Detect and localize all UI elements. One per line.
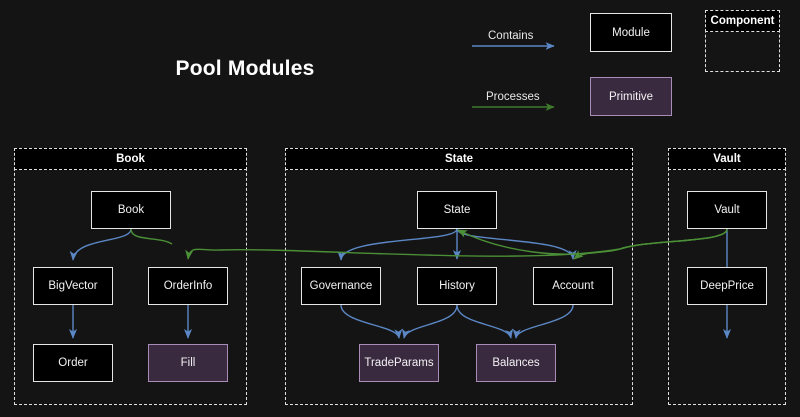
legend-component-sample-label: Component xyxy=(710,15,775,27)
group-state-header: State xyxy=(285,148,633,170)
node-account-label: Account xyxy=(552,280,594,292)
node-order-label: Order xyxy=(58,357,88,369)
node-order[interactable]: Order xyxy=(33,344,113,382)
legend-module-sample-label: Module xyxy=(612,26,650,39)
node-tradeparams-label: TradeParams xyxy=(364,357,434,369)
group-vault-label: Vault xyxy=(713,153,741,165)
group-state-label: State xyxy=(444,153,474,165)
node-state[interactable]: State xyxy=(417,191,497,229)
node-vault[interactable]: Vault xyxy=(687,191,767,229)
group-vault-header: Vault xyxy=(668,148,786,170)
legend-module-sample: Module xyxy=(590,13,672,52)
legend-contains-label: Contains xyxy=(488,30,534,42)
page-title: Pool Modules xyxy=(175,57,315,80)
node-book-label: Book xyxy=(117,204,145,216)
legend-component-sample-header: Component xyxy=(705,10,780,32)
node-deepprice-label: DeepPrice xyxy=(700,280,754,292)
node-fill[interactable]: Fill xyxy=(148,344,228,382)
node-orderinfo[interactable]: OrderInfo xyxy=(148,267,228,305)
node-governance-label: Governance xyxy=(309,280,373,292)
node-history[interactable]: History xyxy=(417,267,497,305)
legend-processes-label: Processes xyxy=(486,91,540,103)
node-orderinfo-label: OrderInfo xyxy=(163,280,213,292)
group-book-header: Book xyxy=(14,148,247,170)
node-vault-label: Vault xyxy=(714,204,740,216)
node-balances[interactable]: Balances xyxy=(476,344,556,382)
node-book[interactable]: Book xyxy=(91,191,171,229)
node-account[interactable]: Account xyxy=(533,267,613,305)
node-deepprice[interactable]: DeepPrice xyxy=(687,267,767,305)
node-balances-label: Balances xyxy=(492,357,540,369)
legend-primitive-sample: Primitive xyxy=(590,77,672,116)
node-bigvector-label: BigVector xyxy=(48,280,98,292)
group-book-label: Book xyxy=(116,153,145,165)
node-bigvector[interactable]: BigVector xyxy=(33,267,113,305)
node-history-label: History xyxy=(439,280,475,292)
node-fill-label: Fill xyxy=(180,357,196,369)
node-governance[interactable]: Governance xyxy=(301,267,381,305)
node-state-label: State xyxy=(443,204,471,216)
legend-primitive-sample-label: Primitive xyxy=(608,90,654,103)
legend-processes-arrow xyxy=(472,103,555,111)
legend-contains-arrow xyxy=(472,42,555,50)
node-tradeparams[interactable]: TradeParams xyxy=(359,344,439,382)
